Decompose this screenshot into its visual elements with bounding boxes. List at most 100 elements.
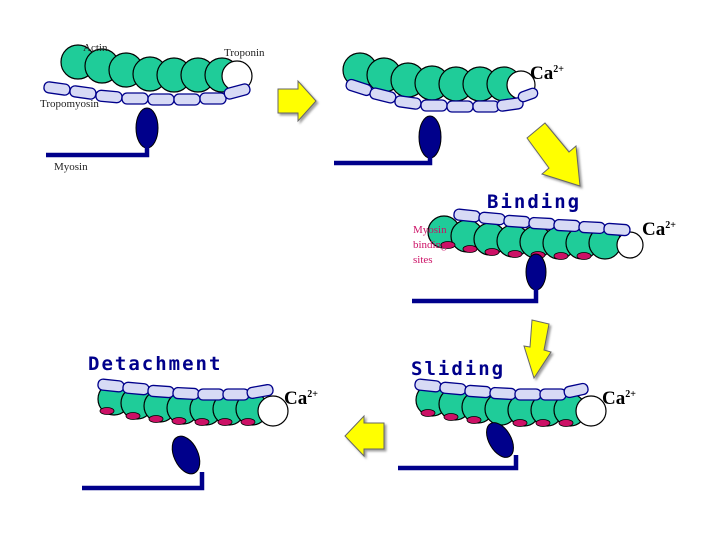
tropomyosin-segment bbox=[199, 92, 227, 105]
arrow-down-icon bbox=[523, 319, 552, 380]
myosin-molecule bbox=[398, 422, 519, 471]
step-title-binding: Binding bbox=[487, 191, 581, 213]
myosin-head bbox=[418, 115, 442, 159]
tropomyosin-strand bbox=[43, 81, 251, 106]
tropomyosin-segment bbox=[173, 93, 201, 106]
calcium-label: Ca2+ bbox=[602, 388, 636, 409]
tropomyosin-segment bbox=[578, 220, 606, 235]
myosin-head bbox=[171, 435, 201, 475]
troponin-icon bbox=[575, 395, 607, 427]
binding-site bbox=[148, 415, 164, 423]
tropomyosin-segment bbox=[514, 388, 542, 401]
binding-sites bbox=[440, 241, 592, 260]
tropomyosin-segment bbox=[439, 381, 467, 396]
step-title-sliding: Sliding bbox=[411, 358, 505, 380]
tropomyosin-segment bbox=[97, 378, 125, 393]
actin-label: Actin bbox=[83, 42, 108, 54]
tropomyosin-segment bbox=[496, 97, 524, 112]
binding-site bbox=[217, 418, 233, 426]
arrow-right-icon bbox=[277, 79, 317, 123]
tropomyosin-segment bbox=[553, 218, 581, 233]
binding-sites bbox=[420, 409, 574, 427]
myosin-molecule bbox=[412, 253, 547, 304]
binding-site bbox=[125, 412, 141, 420]
binding-site bbox=[558, 419, 574, 427]
tropomyosin-segment bbox=[603, 222, 631, 237]
panel-resting: Actin Troponin Tropomyosin Myosin bbox=[40, 42, 265, 173]
tropomyosin-segment bbox=[147, 384, 175, 399]
calcium-label: Ca2+ bbox=[642, 219, 676, 240]
tropomyosin-segment bbox=[489, 386, 517, 401]
binding-site bbox=[194, 418, 210, 426]
tropomyosin-segment bbox=[95, 89, 123, 104]
myosin-label: Myosin bbox=[54, 161, 88, 173]
binding-site bbox=[553, 252, 569, 260]
tropomyosin-segment bbox=[197, 388, 225, 401]
troponin-label: Troponin bbox=[224, 47, 265, 59]
tropomyosin-segment bbox=[539, 388, 567, 401]
binding-site bbox=[466, 416, 482, 424]
tropomyosin-strand bbox=[453, 208, 631, 237]
actin-filament bbox=[427, 215, 622, 260]
tropomyosin-segment bbox=[43, 81, 71, 96]
tropomyosin-strand bbox=[414, 378, 589, 401]
binding-site bbox=[512, 419, 528, 427]
myosin-tail bbox=[46, 144, 150, 158]
myosin-molecule bbox=[334, 115, 442, 166]
tropomyosin-segment bbox=[503, 214, 531, 229]
binding-site bbox=[440, 241, 456, 249]
binding-sites-label: Myosin binding sites bbox=[413, 224, 449, 266]
tropomyosin-segment bbox=[147, 93, 175, 106]
tropomyosin-label: Tropomyosin bbox=[40, 98, 99, 110]
tropomyosin-segment bbox=[394, 95, 422, 110]
tropomyosin-strand bbox=[345, 78, 539, 113]
myosin-tail bbox=[412, 286, 539, 304]
tropomyosin-segment bbox=[121, 92, 149, 105]
actin-filament bbox=[415, 383, 587, 427]
binding-site bbox=[171, 417, 187, 425]
tropomyosin-segment bbox=[563, 382, 589, 399]
tropomyosin-segment bbox=[528, 216, 556, 231]
tropomyosin-segment bbox=[223, 83, 251, 100]
panel-detachment: Detachment bbox=[82, 353, 318, 491]
tropomyosin-segment bbox=[478, 211, 506, 226]
arrow-down-icon bbox=[526, 122, 581, 187]
tropomyosin-segment bbox=[472, 100, 500, 113]
calcium-label: Ca2+ bbox=[530, 63, 564, 84]
step-title-detachment: Detachment bbox=[88, 353, 222, 375]
myosin-head bbox=[486, 422, 514, 458]
tropomyosin-segment bbox=[222, 388, 250, 401]
binding-site bbox=[240, 418, 256, 426]
myosin-head bbox=[525, 253, 547, 291]
binding-site bbox=[420, 409, 436, 417]
tropomyosin-segment bbox=[464, 384, 492, 399]
binding-site bbox=[535, 419, 551, 427]
tropomyosin-segment bbox=[414, 378, 442, 393]
tropomyosin-segment bbox=[453, 208, 481, 223]
tropomyosin-segment bbox=[446, 100, 474, 113]
panel-binding: Binding bbox=[412, 191, 676, 304]
myosin-head bbox=[135, 107, 159, 149]
panel-calcium-binds: Ca2+ bbox=[334, 52, 564, 166]
binding-sites bbox=[99, 407, 256, 426]
myosin-tail bbox=[82, 472, 205, 491]
troponin-icon bbox=[257, 395, 289, 427]
binding-site bbox=[576, 252, 592, 260]
binding-site bbox=[462, 245, 478, 253]
tropomyosin-segment bbox=[517, 87, 539, 103]
tropomyosin-segment bbox=[122, 381, 150, 396]
myosin-molecule bbox=[46, 107, 159, 158]
binding-site bbox=[99, 407, 115, 415]
tropomyosin-segment bbox=[246, 383, 274, 400]
binding-site bbox=[443, 413, 459, 421]
tropomyosin-segment bbox=[172, 386, 200, 401]
tropomyosin-strand bbox=[97, 378, 274, 401]
myosin-tail bbox=[334, 152, 433, 166]
binding-site bbox=[484, 248, 500, 256]
myosin-tail bbox=[398, 455, 519, 471]
calcium-label: Ca2+ bbox=[284, 388, 318, 409]
actin-filament bbox=[342, 52, 522, 102]
tropomyosin-segment bbox=[420, 99, 448, 112]
